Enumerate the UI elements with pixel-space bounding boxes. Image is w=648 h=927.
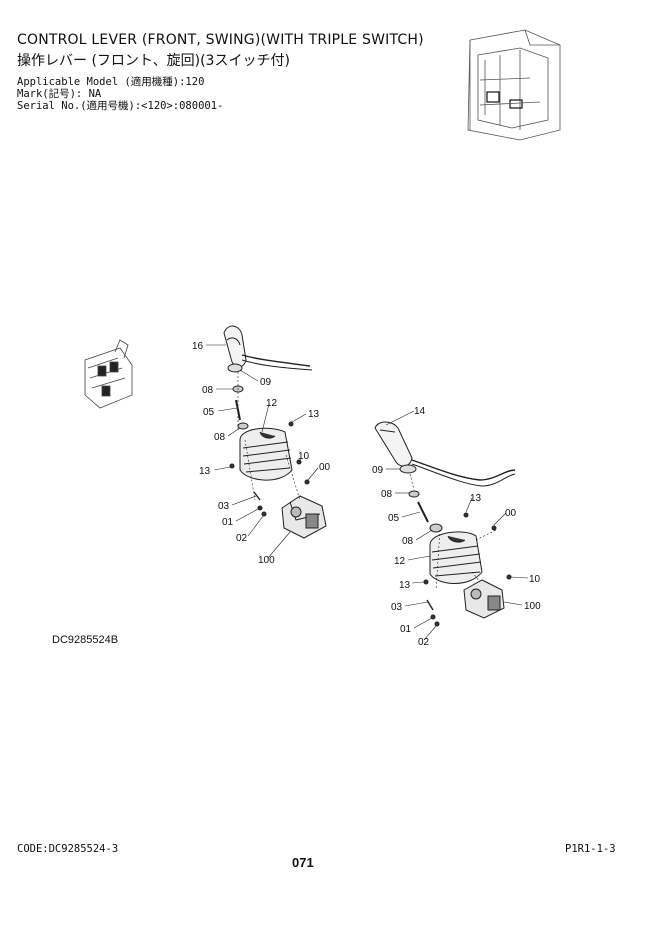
part-label: 00 xyxy=(319,462,331,473)
part-label: 05 xyxy=(203,407,215,418)
part-label: 12 xyxy=(266,398,278,409)
part-label: 03 xyxy=(218,501,230,512)
left-part-labels: 16 09 08 05 08 12 13 13 10 00 03 01 02 1… xyxy=(192,341,331,566)
part-label: 10 xyxy=(529,574,541,585)
title-english: CONTROL LEVER (FRONT, SWING)(WITH TRIPLE… xyxy=(17,32,424,48)
part-label: 08 xyxy=(202,385,214,396)
part-label: 13 xyxy=(308,409,320,420)
title-japanese: 操作レバー (フロント、旋回)(3スイッチ付) xyxy=(17,53,290,69)
part-label: 00 xyxy=(505,508,517,519)
right-lever-assembly xyxy=(374,421,516,627)
applicable-model: Applicable Model (適用機種):120 xyxy=(17,76,205,88)
console-thumbnail xyxy=(84,339,133,409)
part-label: 100 xyxy=(258,555,275,566)
part-label: 02 xyxy=(236,533,248,544)
part-label: 16 xyxy=(192,341,204,352)
footer-code: CODE:DC9285524-3 xyxy=(17,843,119,855)
part-label: 03 xyxy=(391,602,403,613)
part-label: 08 xyxy=(381,489,393,500)
mark: Mark(記号): NA xyxy=(17,88,102,100)
part-label: 09 xyxy=(260,377,272,388)
part-label: 01 xyxy=(400,624,412,635)
part-label: 14 xyxy=(414,406,426,417)
part-label: 13 xyxy=(199,466,211,477)
serial-number: Serial No.(適用号機):<120>:080001- xyxy=(17,100,224,112)
cab-illustration xyxy=(467,29,561,141)
footer-ref: P1R1-1-3 xyxy=(565,843,616,855)
page-number: 071 xyxy=(292,855,314,870)
part-label: 08 xyxy=(402,536,414,547)
part-label: 09 xyxy=(372,465,384,476)
part-label: 10 xyxy=(298,451,310,462)
drawing-id: DC9285524B xyxy=(52,634,119,646)
part-label: 01 xyxy=(222,517,234,528)
part-label: 13 xyxy=(470,493,482,504)
leader-lines xyxy=(206,344,529,641)
right-part-labels: 14 09 08 05 13 08 00 12 13 10 03 100 01 … xyxy=(372,406,541,648)
part-label: 13 xyxy=(399,580,411,591)
part-label: 08 xyxy=(214,432,226,443)
part-label: 12 xyxy=(394,556,406,567)
part-label: 05 xyxy=(388,513,400,524)
part-label: 02 xyxy=(418,637,430,648)
left-lever-assembly xyxy=(223,325,327,539)
part-label: 100 xyxy=(524,601,541,612)
